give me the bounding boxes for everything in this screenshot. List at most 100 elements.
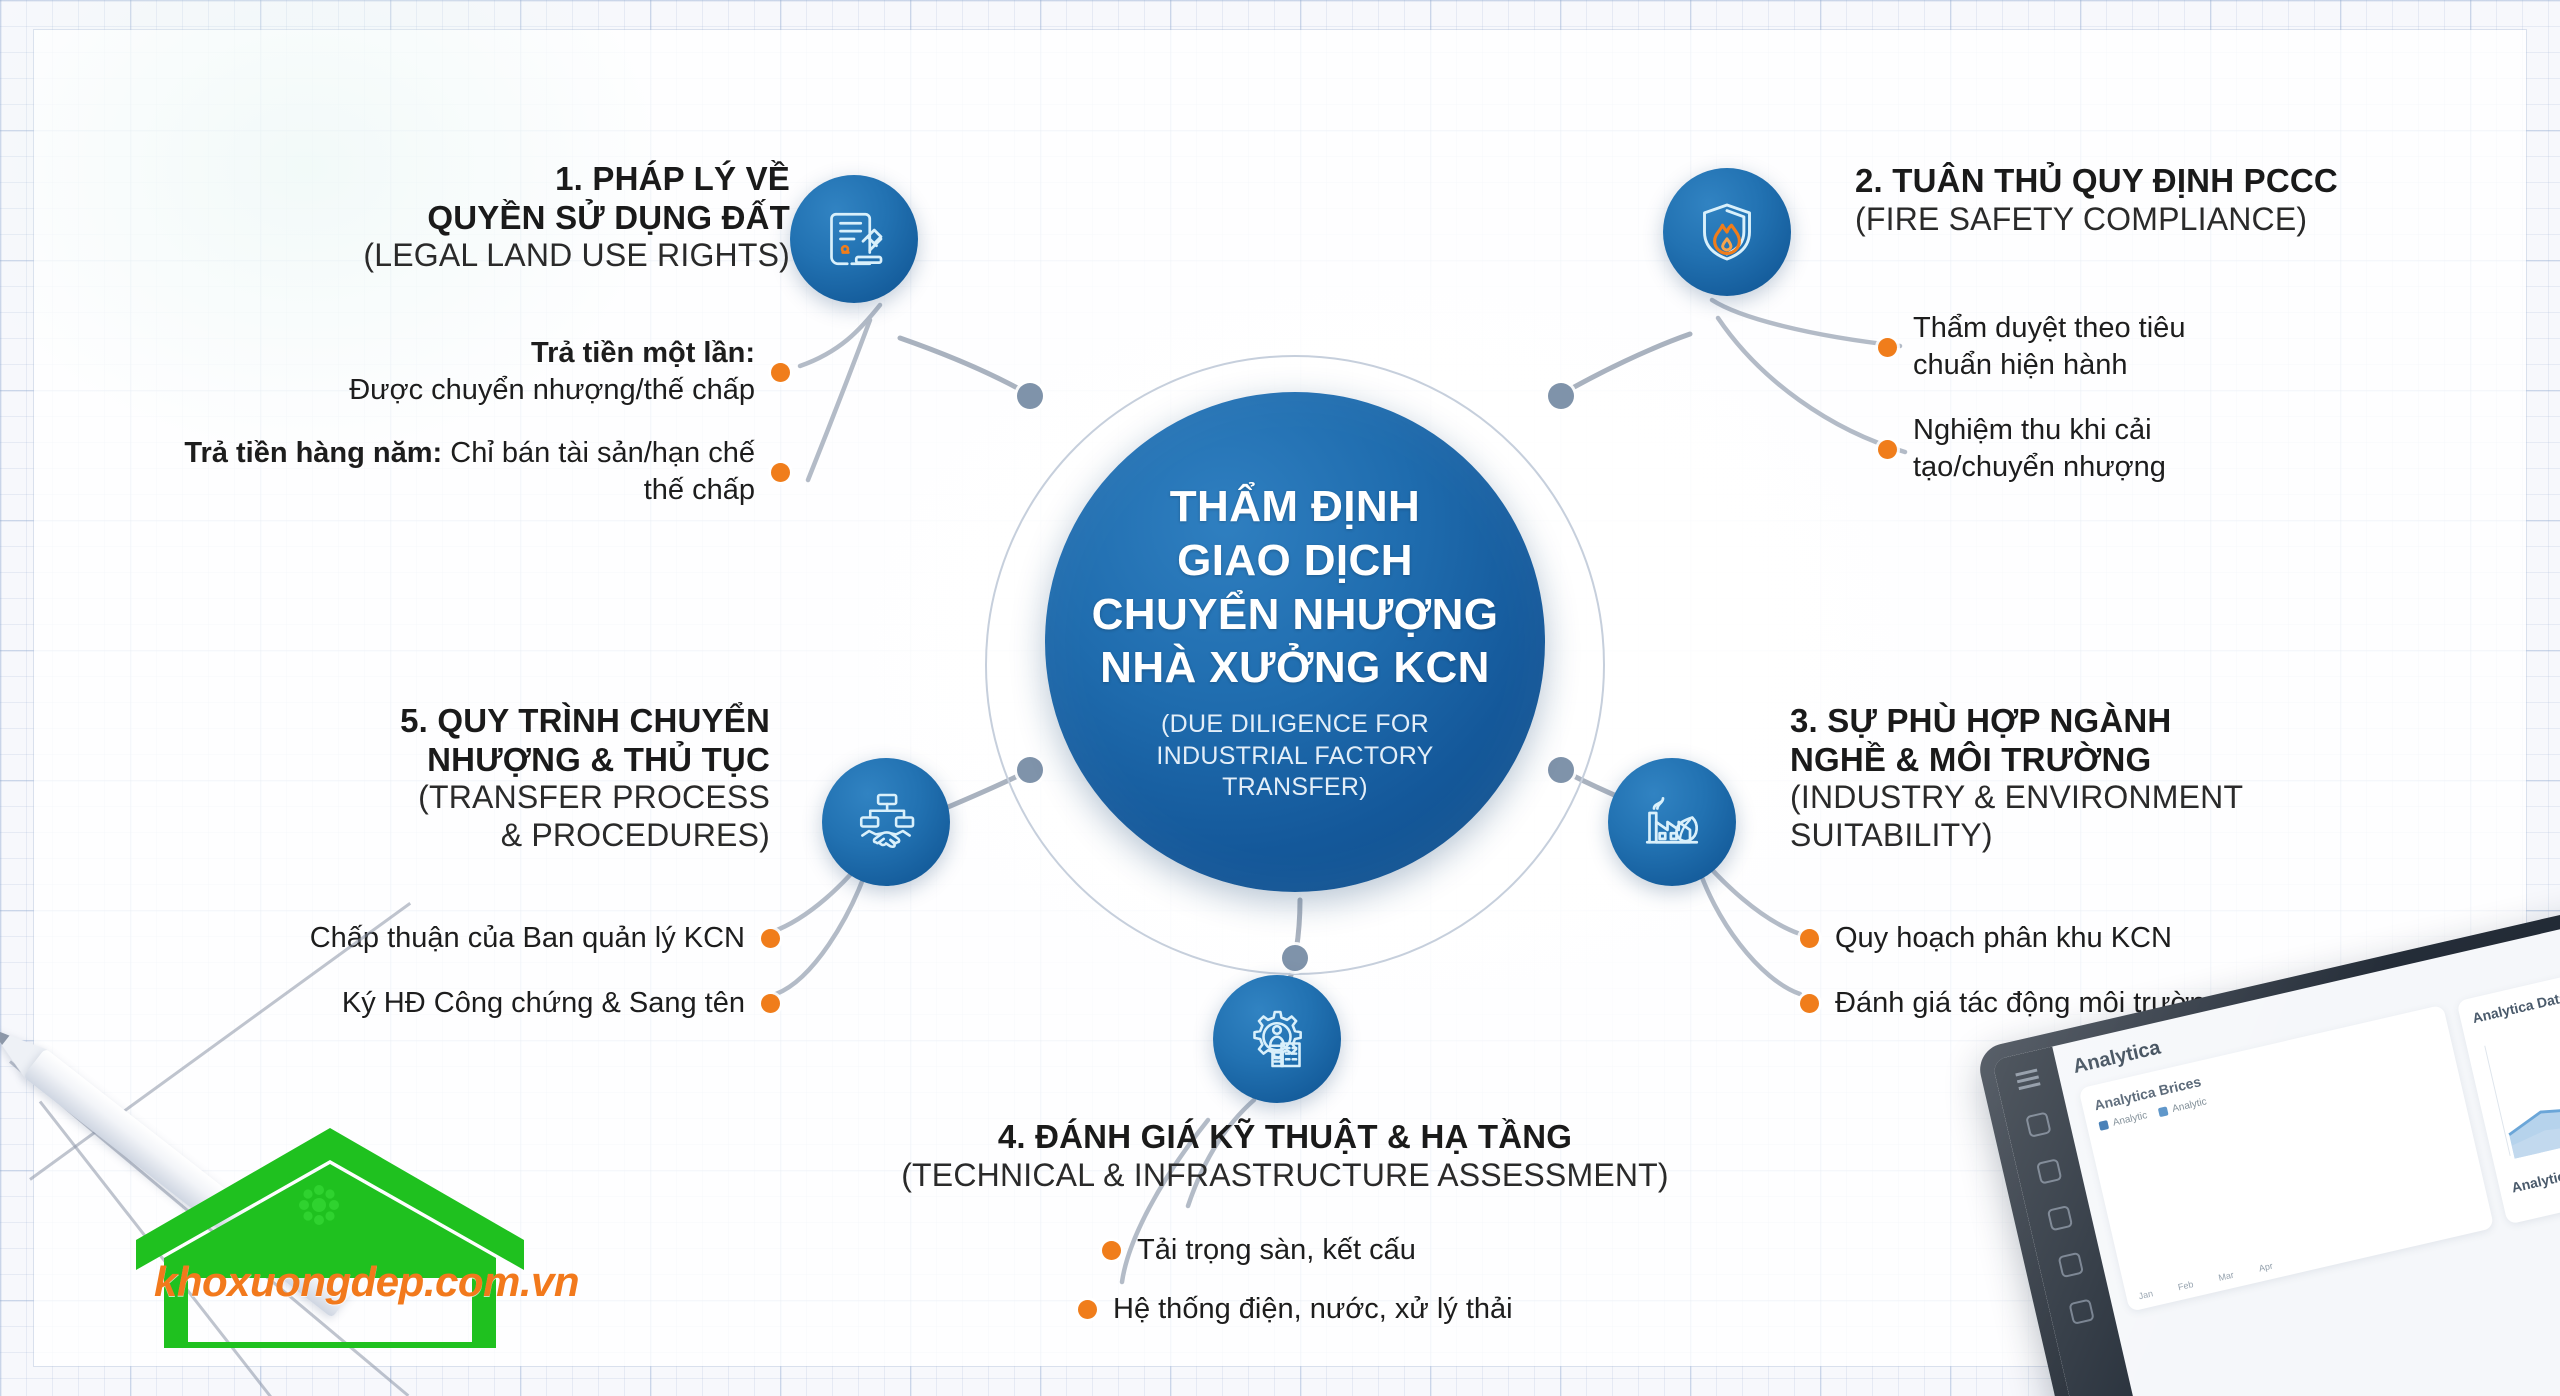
section-1-bullet-2-strong: Trả tiền hàng năm: [184,437,443,470]
orbit-node-bottom-right [1548,757,1574,783]
tablet-dashboard: Analytica Analytica Brices Analytic [2052,896,2560,1396]
play-icon[interactable] [2025,1111,2052,1138]
bullet-dot-icon [761,994,780,1014]
orbit-node-bottom-left [1017,757,1043,783]
bullet-dot-icon [1102,1241,1121,1261]
hub-title-line-4: NHÀ XƯỞNG KCN [1100,643,1490,693]
tablet-device-illustration: Analytica Analytica Brices Analytic [1975,879,2560,1396]
section-1-icon-bubble[interactable] [790,175,918,303]
hub-subtitle: (DUE DILIGENCE FOR INDUSTRIAL FACTORY TR… [1156,709,1433,804]
section-2-bullet-1-text: Thẩm duyệt theo tiêu chuẩn hiện hành [1913,312,2186,382]
scroll-gavel-icon [830,212,883,266]
section-4-bullet-2: Hệ thống điện, nước, xử lý thải [1078,1291,1838,1328]
section-3-bullet-1-text: Quy hoạch phân khu KCN [1835,922,2172,954]
hub-title: THẨM ĐỊNH GIAO DỊCH CHUYỂN NHƯỢNG NHÀ XƯ… [1092,480,1499,695]
logo-website-text: khoxuongdep.com.vn [154,1258,580,1305]
bullet-dot-icon [1878,337,1897,357]
section-2-en-line-1: (FIRE SAFETY COMPLIANCE) [1855,200,2308,237]
section-1-bullet-1-strong: Trả tiền một lần: [531,337,755,369]
section-2-vn-line-1: 2. TUÂN THỦ QUY ĐỊNH PCCC [1855,162,2338,199]
section-4-bullet-1: Tải trọng sàn, kết cấu [1102,1232,1838,1269]
tablet-area-chart-card: Analytica Data Analytica Data [2456,945,2560,1225]
chart-icon[interactable] [2046,1204,2074,1232]
section-2-heading: 2. TUÂN THỦ QUY ĐỊNH PCCC (FIRE SAFETY C… [1855,162,2515,238]
shield-flame-icon [1703,203,1751,261]
flowchart-handshake-icon [859,793,915,849]
clock-icon[interactable] [2057,1251,2085,1279]
grid-icon[interactable] [2068,1298,2095,1325]
center-hub: THẨM ĐỊNH GIAO DỊCH CHUYỂN NHƯỢNG NHÀ XƯ… [1045,392,1545,892]
section-3-vn-line-2: NGHỀ & MÔI TRƯỜNG [1790,740,2152,778]
section-5-bullet-2: Ký HĐ Công chứng & Sang tên [60,985,780,1022]
hamburger-menu-icon[interactable] [2015,1068,2041,1092]
tablet-screen: Analytica Analytica Brices Analytic [1991,895,2560,1396]
orbit-node-top-right [1548,383,1574,409]
legend-label-2: Analytic [2171,1096,2208,1115]
hub-title-line-2: GIAO DỊCH [1177,536,1413,586]
section-4-bullet-1-text: Tải trọng sàn, kết cấu [1137,1234,1416,1266]
section-4-bullet-2-text: Hệ thống điện, nước, xử lý thải [1113,1293,1513,1326]
section-5-bullet-1-text: Chấp thuận của Ban quản lý KCN [309,922,745,954]
section-1-bullet-2-text: Chỉ bán tài sản/hạn chế thế chấp [450,437,755,507]
bullet-dot-icon [761,929,780,949]
section-2-icon-bubble[interactable] [1663,168,1791,296]
axis-label-3: Mar [2217,1269,2235,1283]
section-5-en-line-2: & PROCEDURES) [500,816,770,853]
hub-subtitle-line-2: INDUSTRIAL FACTORY [1156,741,1434,770]
factory-leaf-icon [1645,797,1699,844]
section-1-vn-line-1: 1. PHÁP LÝ VỀ [555,160,790,197]
bullet-dot-icon [1800,994,1819,1014]
hub-outer-ring [985,355,1605,975]
section-3-bullets: Quy hoạch phân khu KCN Đánh giá tác động… [1800,920,2520,1044]
section-5-bullets: Chấp thuận của Ban quản lý KCN Ký HĐ Côn… [60,920,780,1044]
bullet-dot-icon [1078,1300,1097,1320]
section-1-heading: 1. PHÁP LÝ VỀ QUYỀN SỬ DỤNG ĐẤT (LEGAL L… [150,160,790,275]
legend-swatch-icon [2157,1106,2169,1118]
orbit-node-bottom [1282,945,1308,971]
axis-label-1: Jan [2137,1288,2154,1302]
home-icon[interactable] [2036,1158,2063,1185]
section-4-vn-line-1: 4. ĐÁNH GIÁ KỸ THUẬT & HẠ TẦNG [997,1118,1573,1155]
section-3-en-line-1: (INDUSTRY & ENVIRONMENT [1790,779,2244,816]
green-house-roof-icon [136,1128,524,1348]
bullet-dot-icon [771,462,790,482]
axis-label-2: Feb [2176,1279,2195,1293]
legend-entry-1: Analytic [2098,1110,2148,1132]
section-1-bullets: Trả tiền một lần: Được chuyển nhượng/thế… [160,335,790,531]
section-1-bullet-1: Trả tiền một lần: Được chuyển nhượng/thế… [160,335,790,409]
bullet-dot-icon [771,362,790,382]
section-3-en-line-2: SUITABILITY) [1790,816,1993,853]
hub-subtitle-line-1: (DUE DILIGENCE FOR [1161,710,1429,739]
axis-label-4: Apr [2257,1260,2274,1274]
tablet-card-row: Analytica Brices Analytic Analytic [2078,945,2560,1312]
section-4-icon-bubble[interactable] [1213,975,1341,1103]
tablet-frame: Analytica Analytica Brices Analytic [1975,879,2560,1396]
section-2-bullet-2: Nghiệm thu khi cải tạo/chuyển nhượng [1878,412,2478,486]
section-3-heading: 3. SỰ PHÙ HỢP NGÀNH NGHỀ & MÔI TRƯỜNG (I… [1790,702,2490,854]
section-5-bullet-1: Chấp thuận của Ban quản lý KCN [60,920,780,957]
area-chart [2484,1011,2560,1159]
section-1-vn-line-2: QUYỀN SỬ DỤNG ĐẤT [427,198,790,236]
hub-title-line-3: CHUYỂN NHƯỢNG [1091,589,1499,639]
section-2-bullets: Thẩm duyệt theo tiêu chuẩn hiện hành Ngh… [1878,310,2478,508]
section-3-vn-line-1: 3. SỰ PHÙ HỢP NGÀNH [1790,702,2172,739]
section-5-en-line-1: (TRANSFER PROCESS [418,779,770,816]
section-5-bullet-2-text: Ký HĐ Công chứng & Sang tên [341,987,745,1020]
hub-subtitle-line-3: TRANSFER) [1222,773,1368,802]
section-5-icon-bubble[interactable] [822,758,950,886]
section-3-icon-bubble[interactable] [1608,758,1736,886]
section-3-bullet-1: Quy hoạch phân khu KCN [1800,920,2520,957]
section-5-vn-line-1: 5. QUY TRÌNH CHUYỂN [400,702,770,739]
hub-title-line-1: THẨM ĐỊNH [1169,482,1421,532]
legend-entry-2: Analytic [2157,1096,2208,1118]
bullet-dot-icon [1800,929,1819,949]
orbit-node-top-left [1017,383,1043,409]
section-5-vn-line-2: NHƯỢNG & THỦ TỤC [427,740,770,778]
legend-swatch-icon [2098,1120,2110,1131]
section-4-heading: 4. ĐÁNH GIÁ KỸ THUẬT & HẠ TẦNG (TECHNICA… [800,1118,1770,1194]
section-2-bullet-1: Thẩm duyệt theo tiêu chuẩn hiện hành [1878,310,2478,384]
section-1-bullet-1-text: Được chuyển nhượng/thế chấp [349,374,755,407]
section-4-bullets: Tải trọng sàn, kết cấu Hệ thống điện, nư… [1078,1232,1838,1350]
brand-logo[interactable]: khoxuongdep.com.vn [120,1110,580,1360]
section-1-en-line-1: (LEGAL LAND USE RIGHTS) [363,237,790,274]
